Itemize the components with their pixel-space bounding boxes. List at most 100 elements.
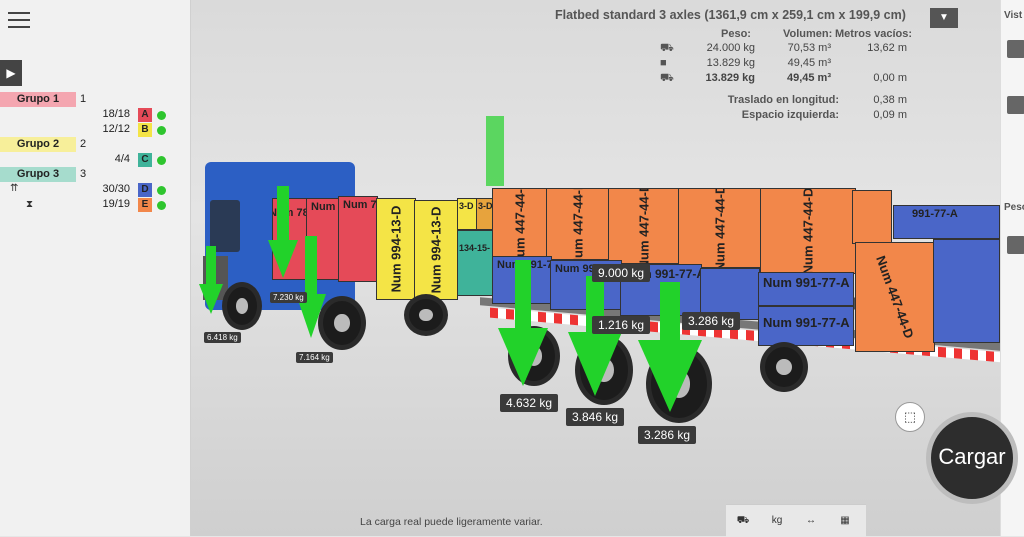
load-arrow-shaft — [660, 282, 680, 342]
weight-label-axle-drive: 7.164 kg — [296, 352, 333, 363]
truck-capacity-icon: ⛟ — [660, 42, 674, 54]
peso-label: Peso — [1004, 202, 1024, 213]
play-icon[interactable]: ▶ — [0, 60, 22, 86]
group-1-number: 1 — [80, 93, 87, 105]
capacity-peso: 24.000 kg — [706, 42, 755, 54]
col-metros: Metros vacíos: — [835, 28, 913, 40]
item-c-count: 4/4 — [114, 153, 130, 165]
loaded-vol: 49,45 m³ — [786, 72, 831, 84]
group-3-number: 3 — [80, 168, 87, 180]
group-2-label[interactable]: Grupo 2 — [0, 137, 76, 152]
item-c-letter: C — [138, 153, 152, 167]
cargo-vol: 49,45 m³ — [787, 57, 831, 69]
cargo-box-991-77-a[interactable]: Num 991-77-A — [758, 306, 854, 346]
load-arrow-shaft — [305, 236, 317, 296]
cargo-box-787-45-c[interactable]: Num 787-45-C — [338, 196, 378, 282]
loaded-metros: 0,00 m — [873, 72, 907, 84]
cargo-peso: 13.829 kg — [706, 57, 755, 69]
left-panel: ▶ Grupo 1 1 18/18 A 12/12 B Grupo 2 2 4/… — [0, 0, 191, 536]
truck-windshield — [210, 200, 240, 252]
front-wheel — [222, 282, 262, 330]
weight-label-trailer-3: 3.286 kg — [638, 426, 697, 444]
item-e-letter: E — [138, 198, 152, 212]
dimension-icon[interactable]: ↔ — [806, 515, 816, 526]
cargo-box-447-44-d[interactable]: Num 447-44-D — [608, 188, 680, 264]
loaded-peso: 13.829 kg — [705, 72, 755, 84]
cargo-box-447-44-d[interactable]: Num 447-44-D — [546, 188, 610, 260]
item-b-letter: B — [138, 123, 152, 137]
truck-view-icon[interactable]: ⛟ — [736, 515, 750, 526]
capacity-vol: 70,53 m³ — [787, 42, 831, 54]
hamburger-icon[interactable] — [8, 12, 30, 30]
trailer-rear-wheel — [760, 342, 808, 392]
drive-wheel — [318, 296, 366, 350]
cargo-box-3-d[interactable]: 3-D — [457, 198, 477, 230]
status-dot — [157, 186, 166, 195]
cargo-box-447-44-d[interactable] — [852, 190, 892, 244]
group-1-label[interactable]: Grupo 1 — [0, 92, 76, 107]
load-arrow-head — [498, 328, 548, 386]
weight-label-rear: 3.286 kg — [682, 312, 741, 330]
cargo-box-991-77-a[interactable]: 991-77-A — [893, 205, 1000, 239]
vehicle-title: Flatbed standard 3 axles (1361,9 cm x 25… — [555, 8, 906, 22]
cargo-box-994-13-d[interactable]: Num 994-13-D — [376, 198, 416, 300]
item-d-count: 30/30 — [102, 183, 130, 195]
load-arrow-head — [638, 340, 702, 412]
espacio-label: Espacio izquierda: — [741, 109, 839, 121]
weight-icon[interactable]: kg — [771, 515, 783, 526]
cargo-box-447-44-d[interactable]: Num 447-44-D — [492, 188, 548, 258]
item-a-letter: A — [138, 108, 152, 122]
cargo-box-134-15[interactable]: 134-15- — [457, 230, 493, 296]
group-3-label[interactable]: Grupo 3 — [0, 167, 76, 182]
view-button[interactable] — [1007, 40, 1024, 58]
weight-label-middle: 1.216 kg — [592, 316, 651, 334]
loaded-truck-icon: ⛟ — [660, 72, 674, 84]
cargo-box-447-44-d[interactable]: Num 447-44-D — [855, 242, 935, 352]
weight-label-trailer-2: 3.846 kg — [566, 408, 625, 426]
load-arrow-shaft — [515, 260, 531, 330]
weight-label-axle-mid: 7.230 kg — [270, 292, 307, 303]
load-box-icon[interactable]: ⬚ — [895, 402, 925, 432]
cargo-box-994-13-d[interactable]: Num 994-13-D — [414, 200, 458, 300]
status-dot — [157, 111, 166, 120]
cargo-box-447-44-d[interactable]: Num 447-44-D — [678, 188, 762, 268]
traslado-value: 0,38 m — [873, 94, 907, 106]
item-a-count: 18/18 — [102, 108, 130, 120]
chevron-down-icon[interactable]: ▼ — [930, 8, 958, 28]
item-b-count: 12/12 — [102, 123, 130, 135]
capacity-metros: 13,62 m — [867, 42, 907, 54]
cargo-box-3-d[interactable]: 3-D — [476, 198, 496, 230]
load-arrow-head — [268, 240, 298, 278]
cargo-box-447-44-d[interactable]: Num 447-44-D — [760, 188, 856, 274]
hourglass-icon: ⧗ — [26, 199, 34, 210]
view-button[interactable] — [1007, 96, 1024, 114]
layout-icon[interactable]: ▦ — [840, 515, 850, 526]
group-2-number: 2 — [80, 138, 87, 150]
weight-label-trailer-1: 4.632 kg — [500, 394, 559, 412]
drive-wheel — [404, 294, 448, 336]
load-arrow-shaft — [206, 246, 216, 286]
cargar-button[interactable]: Cargar — [926, 412, 1018, 504]
cargo-box-991-77-a[interactable]: Num 991-77-A — [758, 272, 854, 306]
col-volumen: Volumen: — [783, 28, 833, 40]
status-dot — [157, 201, 166, 210]
load-arrow-shaft — [486, 116, 504, 186]
traslado-label: Traslado en longitud: — [727, 94, 839, 106]
load-arrow-shaft — [277, 186, 289, 242]
item-d-letter: D — [138, 183, 152, 197]
col-peso: Peso: — [721, 28, 751, 40]
cargo-box-991-77-a[interactable] — [933, 239, 1000, 343]
bottom-toolbar: ⛟ kg ↔ ▦ — [726, 504, 866, 537]
status-dot — [157, 126, 166, 135]
weight-label-kingpin: 9.000 kg — [592, 264, 651, 282]
load-arrow-head — [568, 332, 622, 396]
stack-up-icon: ⇈ — [10, 183, 19, 194]
load-arrow-head — [199, 284, 223, 314]
box-icon: ■ — [660, 57, 667, 69]
disclaimer-note: La carga real puede ligeramente variar. — [360, 516, 543, 528]
weight-view-button[interactable] — [1007, 236, 1024, 254]
espacio-value: 0,09 m — [873, 109, 907, 121]
status-dot — [157, 156, 166, 165]
vist-label: Vist — [1004, 10, 1023, 21]
item-e-count: 19/19 — [102, 198, 130, 210]
